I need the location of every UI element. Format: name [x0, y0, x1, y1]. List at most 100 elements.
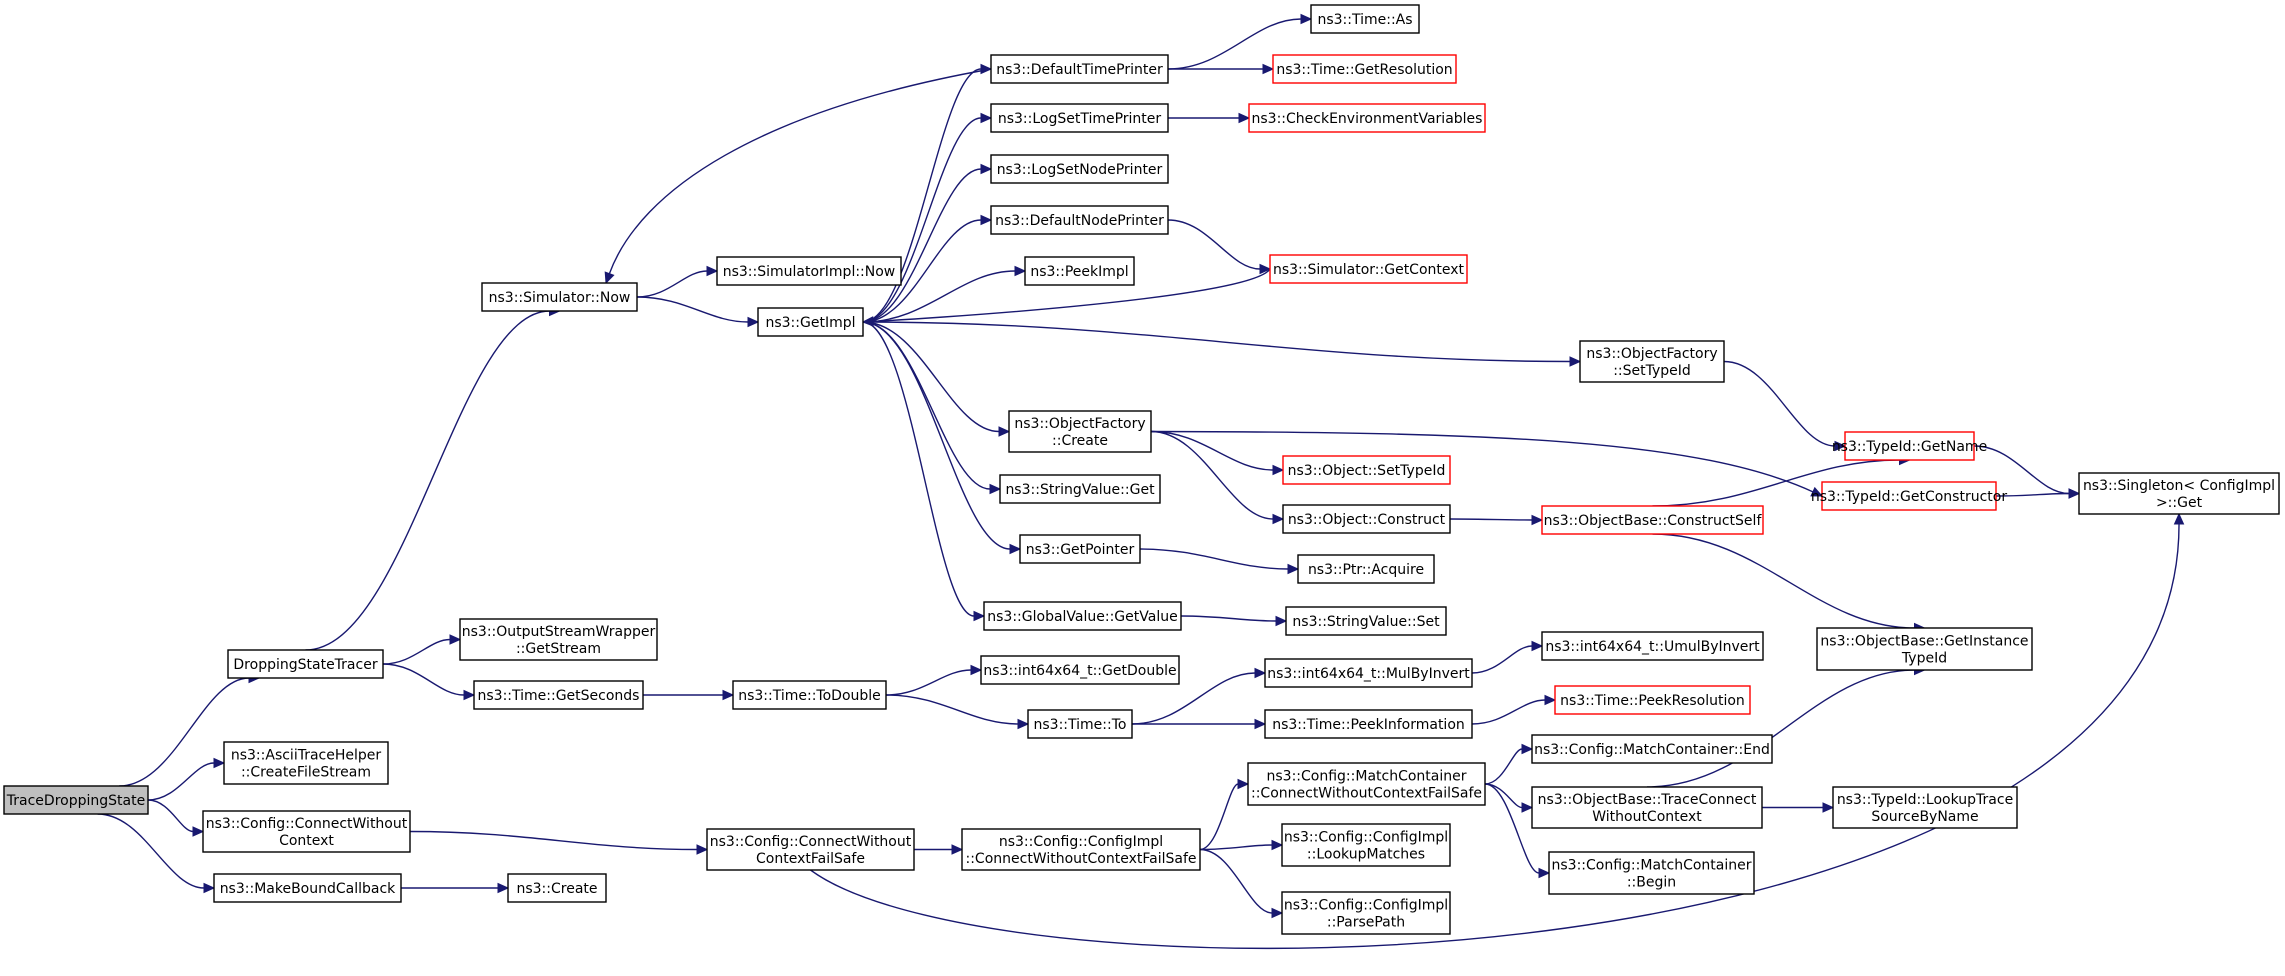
- node-cipp[interactable]: ns3::Config::ConfigImpl::ParsePath: [1281, 891, 1451, 935]
- node-igd[interactable]: ns3::int64x64_t::GetDouble: [980, 655, 1180, 685]
- node-gvgv[interactable]: ns3::GlobalValue::GetValue: [983, 601, 1182, 631]
- node-box: [716, 256, 902, 286]
- node-label: ns3::TypeId::GetName: [1832, 439, 1987, 455]
- node-dst[interactable]: DroppingStateTracer: [227, 649, 384, 679]
- node-label: ns3::GetImpl: [765, 315, 855, 331]
- edge-line: [1973, 445, 2070, 495]
- node-cev[interactable]: ns3::CheckEnvironmentVariables: [1248, 103, 1486, 133]
- edge-dst-to-tgs: [382, 663, 476, 701]
- edge-line: [862, 270, 1016, 323]
- node-box: [1541, 505, 1764, 535]
- edge-line: [608, 68, 992, 274]
- node-mcb[interactable]: ns3::Config::MatchContainer::Begin: [1548, 851, 1755, 895]
- node-lstp[interactable]: ns3::LogSetTimePrinter: [990, 103, 1169, 133]
- node-tto[interactable]: ns3::Time::To: [1027, 709, 1133, 739]
- node-box: [1282, 455, 1451, 485]
- node-ost[interactable]: ns3::Object::SetTypeId: [1282, 455, 1451, 485]
- node-peek[interactable]: ns3::PeekImpl: [1024, 256, 1135, 286]
- edge-gi-to-dnp: [862, 214, 993, 323]
- node-box: [999, 474, 1161, 504]
- edge-mccw-to-obtc: [1484, 783, 1534, 813]
- node-label: ns3::ObjectBase::GetInstance: [1820, 634, 2028, 650]
- node-tigm[interactable]: ns3::TypeId::GetName: [1832, 431, 1987, 461]
- node-label: ns3::StringValue::Set: [1292, 614, 1440, 630]
- node-dtp[interactable]: ns3::DefaultTimePrinter: [990, 54, 1169, 84]
- node-cwcfs[interactable]: ns3::Config::ConnectWithoutContextFailSa…: [706, 828, 915, 871]
- node-label: ns3::StringValue::Get: [1005, 482, 1155, 498]
- node-acfs[interactable]: ns3::AsciiTraceHelper::CreateFileStream: [223, 741, 389, 785]
- edges-layer: [97, 13, 2185, 950]
- edge-line: [409, 830, 698, 851]
- edge-arrowhead: [706, 265, 719, 277]
- node-sing[interactable]: ns3::Singleton< ConfigImpl >::Get: [2078, 472, 2280, 515]
- node-obtc[interactable]: ns3::ObjectBase::TraceConnectWithoutCont…: [1531, 786, 1763, 829]
- node-svg[interactable]: ns3::StringValue::Get: [999, 474, 1161, 504]
- edge-ocs-to-ogit: [1652, 533, 1926, 634]
- node-label: ns3::TypeId::LookupTrace: [1837, 792, 2013, 808]
- node-dnp[interactable]: ns3::DefaultNodePrinter: [990, 205, 1169, 235]
- edge-arrowhead: [1538, 867, 1551, 879]
- node-label: ns3::Config::MatchContainer::End: [1534, 742, 1770, 758]
- node-label: ns3::Config::ConnectWithout: [206, 816, 408, 832]
- node-simn[interactable]: ns3::SimulatorImpl::Now: [716, 256, 902, 286]
- edge-gi-to-gvgv: [862, 321, 986, 622]
- node-tgr[interactable]: ns3::Time::GetResolution: [1272, 54, 1457, 84]
- node-ofc[interactable]: ns3::ObjectFactory::Create: [1008, 410, 1152, 453]
- node-mccw[interactable]: ns3::Config::MatchContainer::ConnectWith…: [1247, 762, 1486, 806]
- node-mce[interactable]: ns3::Config::MatchContainer::End: [1531, 734, 1773, 764]
- node-box: [980, 655, 1180, 685]
- edge-arrowhead: [980, 63, 993, 75]
- node-oc[interactable]: ns3::Object::Construct: [1282, 504, 1451, 534]
- node-lsnp[interactable]: ns3::LogSetNodePrinter: [990, 154, 1169, 184]
- node-box: [1816, 627, 2033, 671]
- node-tas[interactable]: ns3::Time::As: [1310, 4, 1420, 34]
- node-mbc[interactable]: ns3::MakeBoundCallback: [213, 873, 402, 903]
- node-imbi[interactable]: ns3::int64x64_t::MulByInvert: [1264, 658, 1473, 688]
- edge-arrowhead: [1834, 440, 1847, 452]
- edge-now-to-gi: [636, 296, 760, 328]
- node-svs[interactable]: ns3::StringValue::Set: [1285, 606, 1447, 636]
- node-label: ns3::LogSetNodePrinter: [997, 162, 1163, 178]
- node-box: [990, 54, 1169, 84]
- node-label: ns3::Time::To: [1034, 717, 1127, 733]
- edge-arrowhead: [1521, 802, 1534, 813]
- edge-arrowhead: [497, 882, 510, 894]
- node-ttd[interactable]: ns3::Time::ToDouble: [732, 680, 887, 710]
- node-box: [1019, 534, 1141, 564]
- node-gp[interactable]: ns3::GetPointer: [1019, 534, 1141, 564]
- node-box: [1248, 103, 1486, 133]
- node-sgc[interactable]: ns3::Simulator::GetContext: [1269, 254, 1468, 284]
- node-ccwc[interactable]: ns3::Config::ConnectWithoutContext: [202, 810, 411, 853]
- node-tgs[interactable]: ns3::Time::GetSeconds: [473, 680, 644, 710]
- node-label: ns3::TypeId::GetConstructor: [1811, 489, 2007, 505]
- node-now[interactable]: ns3::Simulator::Now: [481, 282, 638, 312]
- edge-ttd-to-tto: [885, 694, 1030, 730]
- edge-line: [862, 68, 982, 323]
- node-osw[interactable]: ns3::OutputStreamWrapper::GetStream: [459, 618, 658, 661]
- node-tigc[interactable]: ns3::TypeId::GetConstructor: [1811, 481, 2007, 511]
- edge-ofst-to-tigm: [1723, 360, 1847, 452]
- edge-oc-to-ocs: [1449, 514, 1544, 526]
- node-pa[interactable]: ns3::Ptr::Acquire: [1297, 554, 1435, 584]
- node-cicw[interactable]: ns3::Config::ConfigImpl::ConnectWithoutC…: [961, 828, 1201, 871]
- node-box: [1579, 340, 1725, 383]
- node-label: ns3::GlobalValue::GetValue: [987, 609, 1177, 625]
- edge-line: [810, 523, 2180, 950]
- node-label: ns3::PeekImpl: [1030, 264, 1128, 280]
- node-ocs[interactable]: ns3::ObjectBase::ConstructSelf: [1541, 505, 1764, 535]
- edge-arrowhead: [970, 664, 983, 676]
- node-create[interactable]: ns3::Create: [507, 873, 607, 903]
- node-iumbi[interactable]: ns3::int64x64_t::UmulByInvert: [1541, 631, 1764, 661]
- node-box: [1832, 786, 2018, 829]
- node-tpi[interactable]: ns3::Time::PeekInformation: [1264, 709, 1473, 739]
- node-cilm[interactable]: ns3::Config::ConfigImpl::LookupMatches: [1281, 823, 1451, 867]
- node-label: ns3::OutputStreamWrapper: [462, 624, 656, 640]
- node-tpr[interactable]: ns3::Time::PeekResolution: [1554, 685, 1751, 715]
- node-ofst[interactable]: ns3::ObjectFactory::SetTypeId: [1579, 340, 1725, 383]
- node-label: ns3::ObjectFactory: [1014, 416, 1145, 432]
- edge-dst-to-now: [305, 305, 561, 651]
- node-gi[interactable]: ns3::GetImpl: [757, 307, 864, 337]
- edge-gi-to-ofc: [862, 321, 1011, 437]
